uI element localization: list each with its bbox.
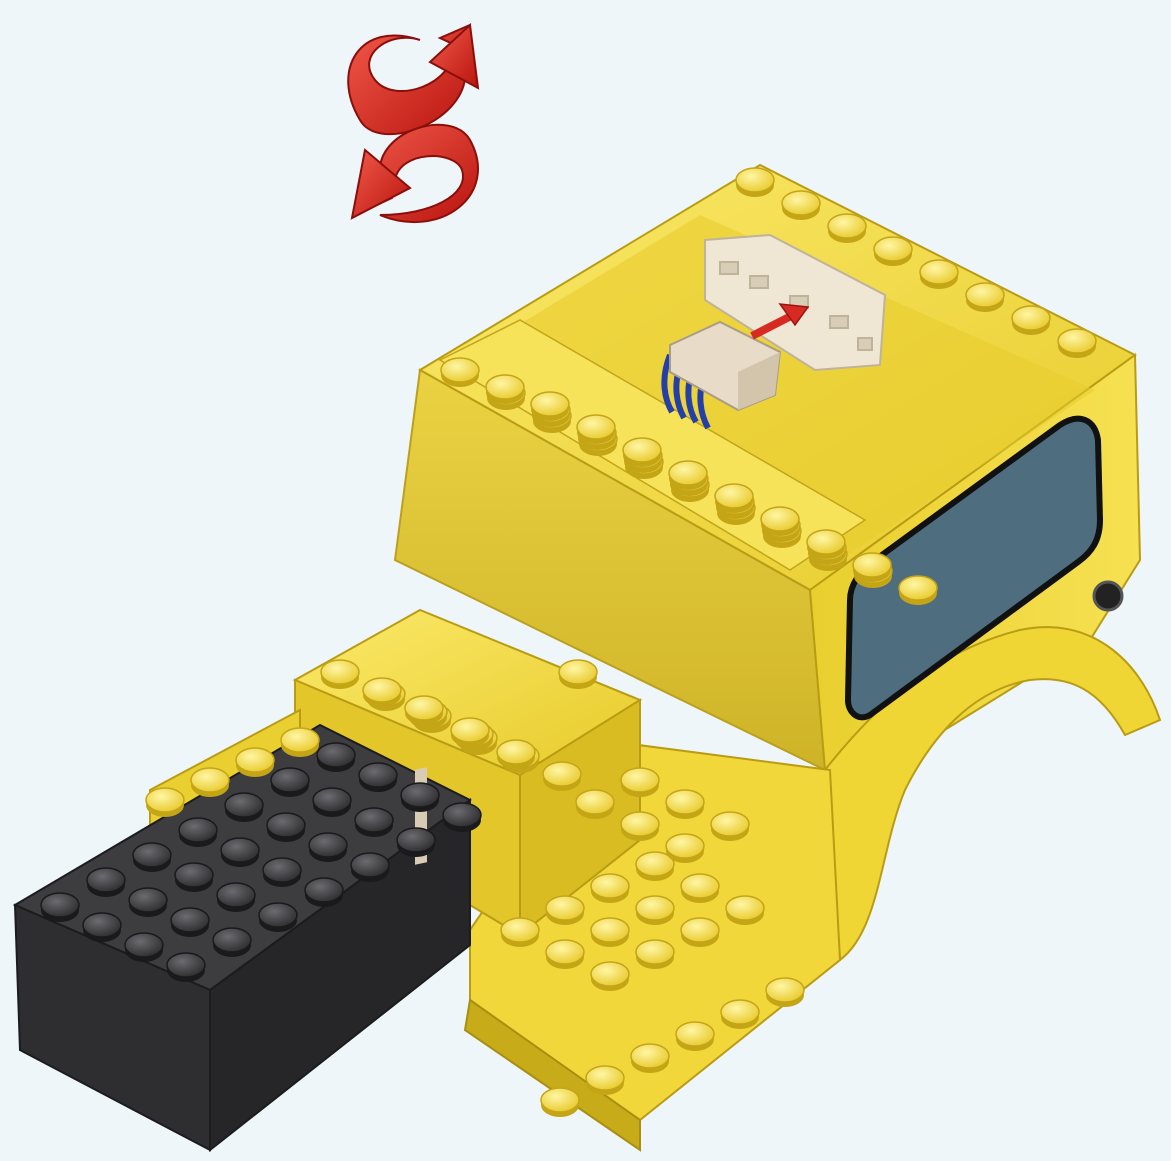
stud (313, 788, 351, 817)
stud (171, 908, 209, 937)
stud (636, 940, 674, 969)
stud (271, 768, 309, 797)
stud (443, 803, 481, 832)
stud (263, 858, 301, 887)
stud (281, 728, 319, 757)
stud (676, 1022, 714, 1051)
stud (225, 793, 263, 822)
stud (87, 868, 125, 897)
stud (591, 874, 629, 903)
stud (623, 438, 661, 467)
stud (966, 283, 1004, 312)
stud (221, 838, 259, 867)
stud (874, 237, 912, 266)
stud (175, 863, 213, 892)
stud (217, 883, 255, 912)
stud (531, 392, 569, 421)
stud (133, 843, 171, 872)
stud (441, 358, 479, 387)
stud (351, 853, 389, 882)
stud (920, 260, 958, 289)
stud (355, 808, 393, 837)
stud (305, 878, 343, 907)
stud (236, 748, 274, 777)
stud (83, 913, 121, 942)
side-light (1094, 582, 1122, 610)
stud (681, 918, 719, 947)
stud (213, 928, 251, 957)
stud (807, 530, 845, 559)
stud (736, 168, 774, 197)
stud (541, 1088, 579, 1117)
stud (621, 768, 659, 797)
stud (899, 576, 937, 605)
stud (179, 818, 217, 847)
stud (129, 888, 167, 917)
stud (591, 918, 629, 947)
stud (669, 461, 707, 490)
stud (577, 415, 615, 444)
stud (41, 893, 79, 922)
stud (711, 812, 749, 841)
stud (621, 812, 659, 841)
stud (782, 191, 820, 220)
stud (1058, 329, 1096, 358)
stud (721, 1000, 759, 1029)
stud (576, 790, 614, 819)
stud (309, 833, 347, 862)
stud (591, 962, 629, 991)
stud (543, 762, 581, 791)
stud (401, 783, 439, 812)
stud (559, 660, 597, 689)
stud (486, 375, 524, 404)
stud (761, 507, 799, 536)
stud (451, 718, 489, 747)
stud (191, 768, 229, 797)
stud (546, 940, 584, 969)
stud (167, 953, 205, 982)
stud (1012, 306, 1050, 335)
stud (321, 660, 359, 689)
stud (317, 743, 355, 772)
stud (546, 896, 584, 925)
stud (715, 484, 753, 513)
stud (259, 903, 297, 932)
stud (681, 874, 719, 903)
stud (766, 978, 804, 1007)
stud (666, 834, 704, 863)
stud (501, 918, 539, 947)
stud (586, 1066, 624, 1095)
stud (359, 763, 397, 792)
stud (363, 678, 401, 707)
stud (405, 696, 443, 725)
stud (146, 788, 184, 817)
stud (828, 214, 866, 243)
rotate-flip-icon (348, 25, 478, 222)
stud (267, 813, 305, 842)
stud (853, 553, 891, 582)
stud (666, 790, 704, 819)
stud (497, 740, 535, 769)
stud (636, 896, 674, 925)
stud (397, 828, 435, 857)
stud (125, 933, 163, 962)
stud (726, 896, 764, 925)
stud (631, 1044, 669, 1073)
